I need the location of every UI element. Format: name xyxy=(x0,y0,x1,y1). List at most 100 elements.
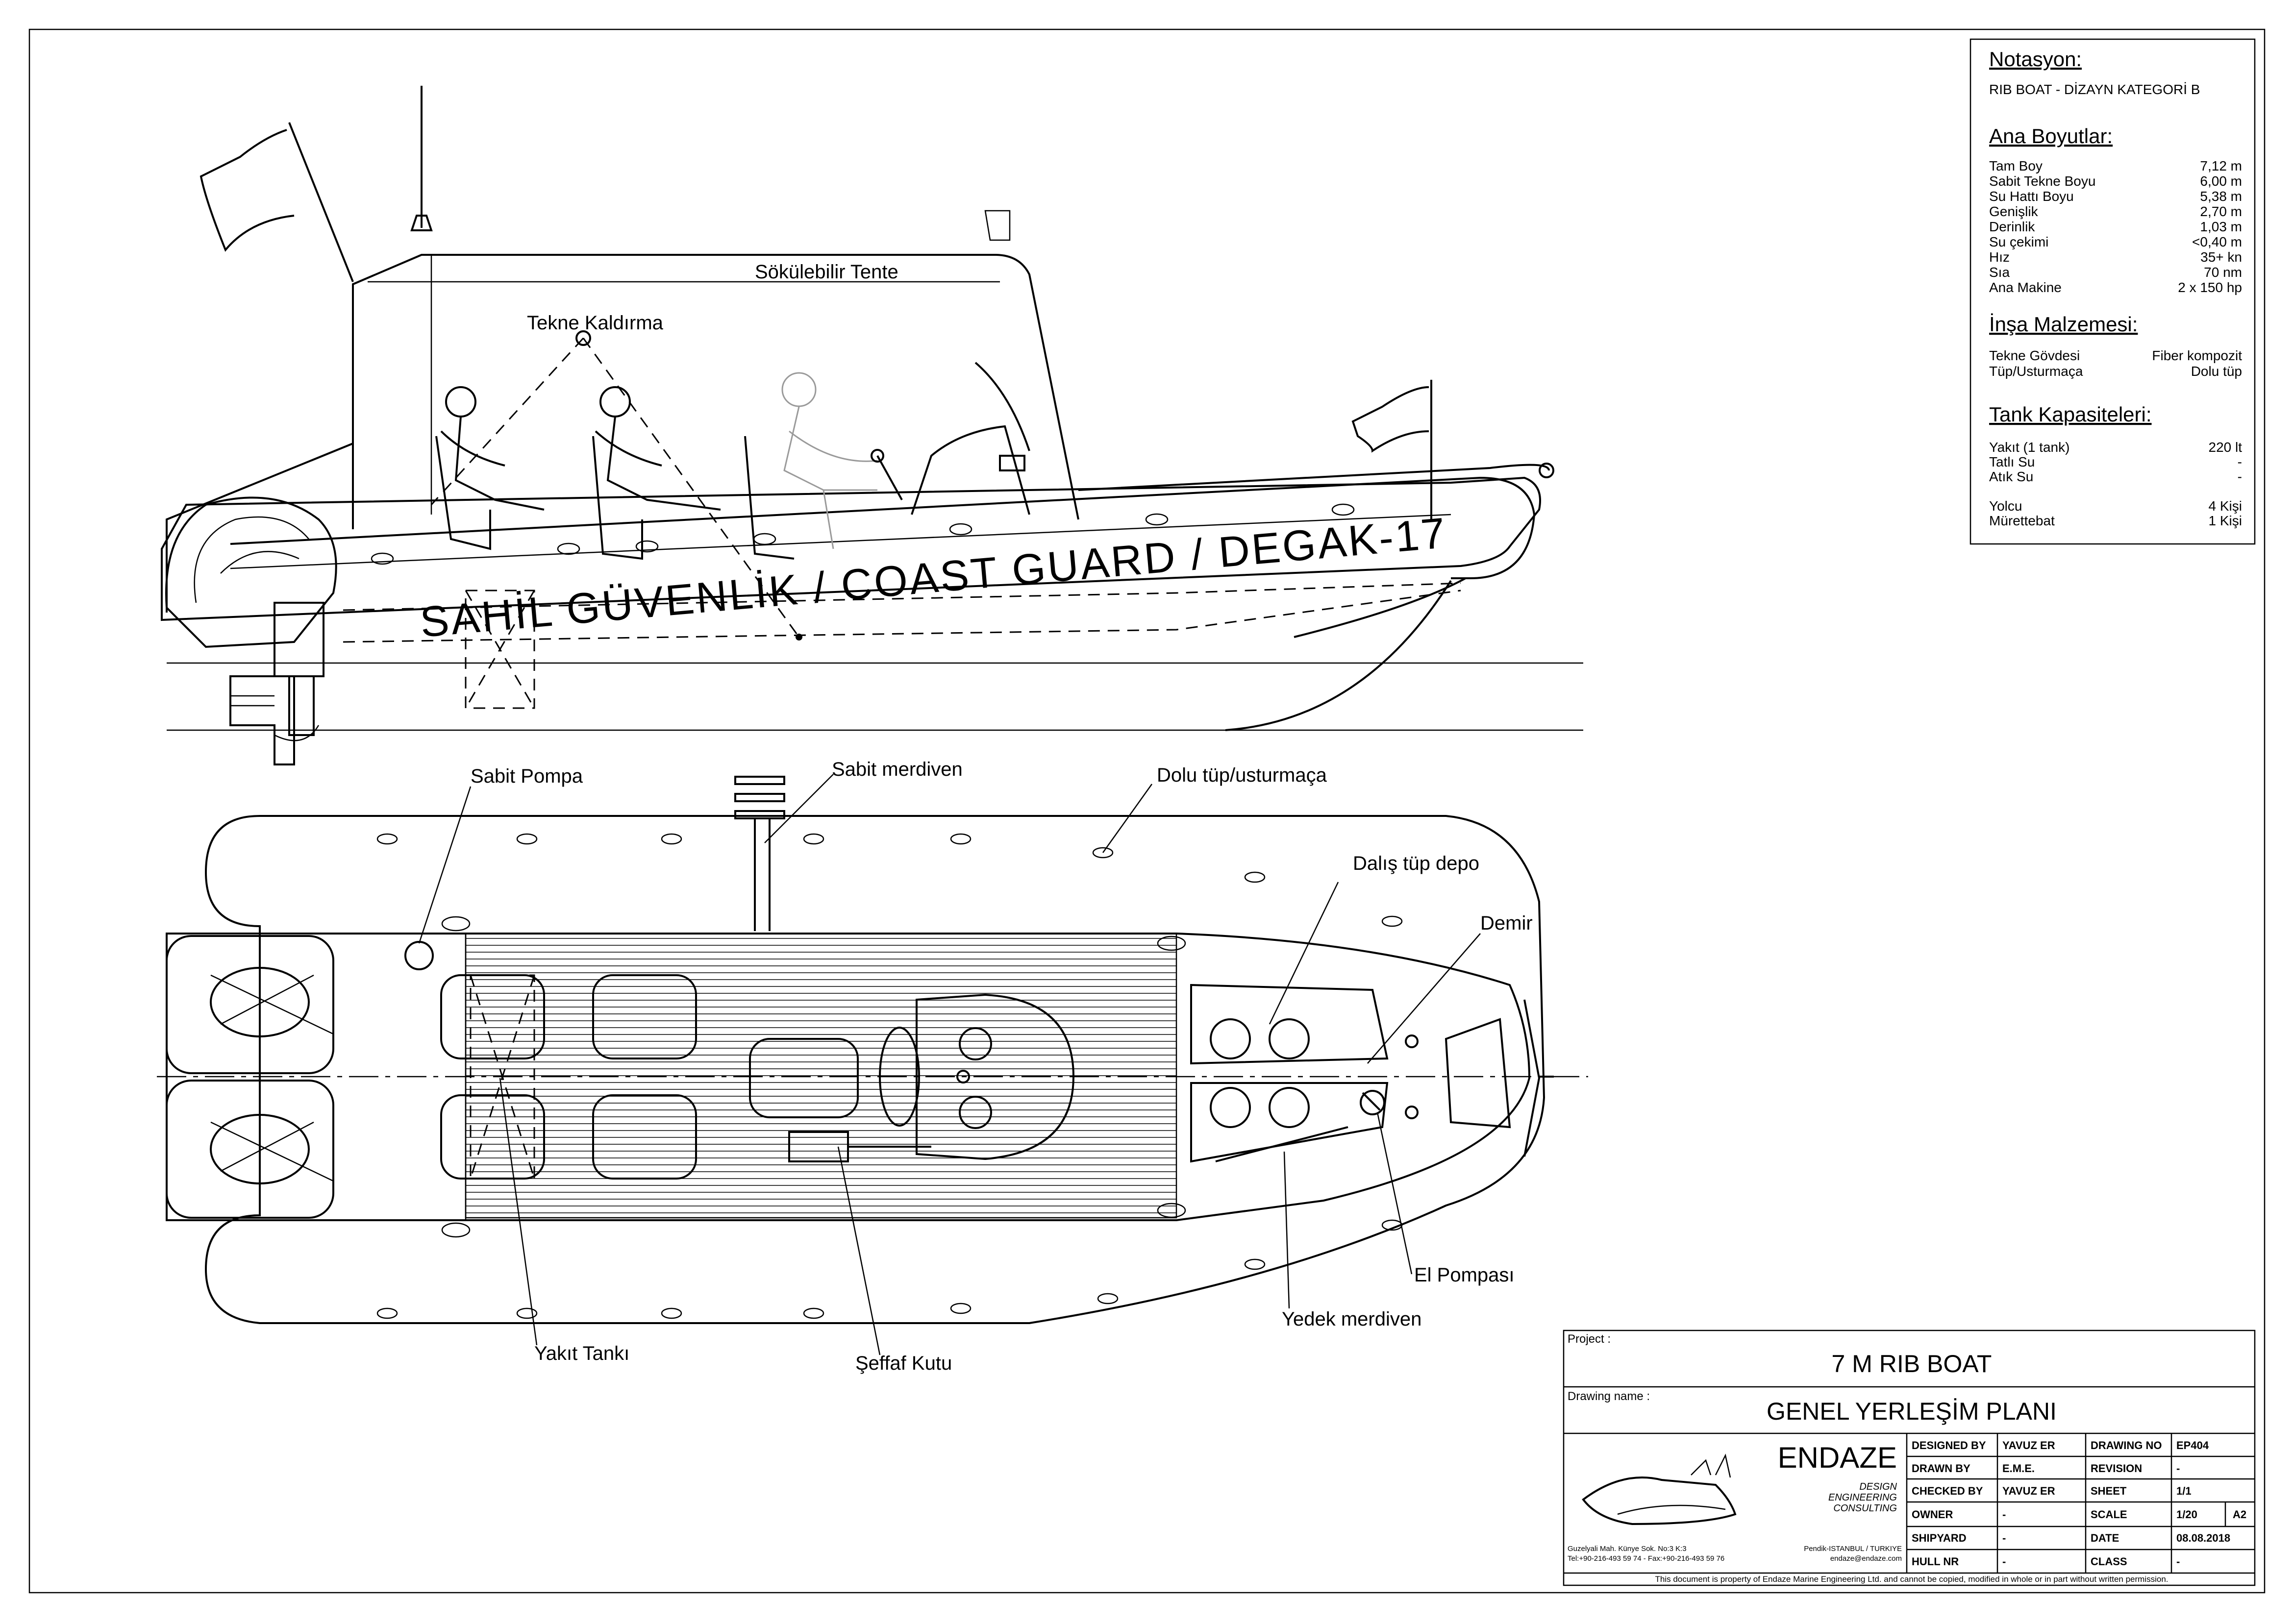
hidden-hull-line xyxy=(343,590,1461,643)
tube-outline-plan xyxy=(204,815,1545,1324)
dim-label: Hız xyxy=(1989,249,2010,265)
tank-value: - xyxy=(2238,454,2242,469)
label-tube: Dolu tüp/usturmaça xyxy=(1157,764,1327,786)
company-sub: CONSULTING xyxy=(1833,1503,1897,1514)
company-name: ENDAZE xyxy=(1778,1441,1897,1474)
dim-value: 2 x 150 hp xyxy=(2178,280,2242,295)
fuel-tank-plan xyxy=(470,974,535,1180)
tb-key: DATE xyxy=(2091,1532,2119,1544)
tank-label: Atık Su xyxy=(1989,469,2033,484)
tank-value: - xyxy=(2238,469,2242,484)
bow-rail xyxy=(1078,464,1550,491)
tube-upper xyxy=(230,476,1536,579)
notation-text: RIB BOAT - DİZAYN KATEGORİ B xyxy=(1989,82,2200,97)
flag-bow xyxy=(1351,380,1432,519)
tb-key: OWNER xyxy=(1912,1508,1953,1521)
tb-val: 08.08.2018 xyxy=(2176,1532,2230,1544)
tube-handles xyxy=(371,503,1355,565)
label-spare-ladder: Yedek merdiven xyxy=(1282,1308,1421,1330)
label-dive-tank: Dalış tüp depo xyxy=(1353,853,1479,874)
hidden-hull-line-upper xyxy=(343,582,1461,611)
mat-value: Dolu tüp xyxy=(2191,364,2242,379)
fixed-ladder xyxy=(734,776,785,931)
tank-diag xyxy=(465,590,535,709)
tb-val: - xyxy=(2002,1532,2006,1544)
hull-lettering: SAHİL GÜVENLİK / COAST GUARD / DEGAK-17 xyxy=(418,508,1449,646)
t-top: Sökülebilir Tente xyxy=(166,86,1079,613)
dim-label: Tam Boy xyxy=(1989,158,2043,173)
flag-aft xyxy=(199,129,295,252)
tb-val: 1/20 xyxy=(2176,1508,2197,1521)
dim-label: Sabit Tekne Boyu xyxy=(1989,173,2095,189)
console xyxy=(871,210,1030,515)
address: Guzelyali Mah. Künye Sok. No:3 K:3 xyxy=(1568,1545,1687,1553)
tank-label: Tatlı Su xyxy=(1989,454,2035,469)
dim-label: Ana Makine xyxy=(1989,280,2062,295)
address: endaze@endaze.com xyxy=(1830,1554,1902,1563)
drawing-caption: Drawing name : xyxy=(1568,1390,1650,1403)
dimensions-list: Tam Boy 7,12 m Sabit Tekne Boyu 6,00 m S… xyxy=(1989,158,2242,295)
label-hand-pump: El Pompası xyxy=(1414,1264,1515,1286)
planks xyxy=(466,938,1176,1213)
mat-label: Tekne Gövdesi xyxy=(1989,348,2080,363)
engine-well xyxy=(166,933,467,1221)
company-logo xyxy=(1582,1453,1737,1526)
disclaimer: This document is property of Endaze Mari… xyxy=(1655,1575,2168,1584)
hidden-tank xyxy=(465,590,535,709)
label-fixed-pump: Sabit Pompa xyxy=(471,765,583,787)
mat-value: Fiber kompozit xyxy=(2152,348,2242,363)
crew-label: Yolcu xyxy=(1989,498,2022,514)
tb-key: DRAWN BY xyxy=(1912,1462,1970,1475)
engines-plan xyxy=(166,935,334,1219)
project-caption: Project : xyxy=(1568,1332,1611,1346)
label-lifting: Tekne Kaldırma xyxy=(527,312,664,334)
fixed-pump xyxy=(404,941,434,970)
tb-key: CHECKED BY xyxy=(1912,1485,1983,1497)
tb-val: - xyxy=(2002,1508,2006,1521)
dim-value: 2,70 m xyxy=(2200,204,2242,219)
label-anchor: Demir xyxy=(1480,912,1533,934)
outboard-engines xyxy=(165,496,337,765)
tb-val: E.M.E. xyxy=(2002,1462,2035,1475)
project-name: 7 M RIB BOAT xyxy=(1832,1350,1992,1378)
tanks-title: Tank Kapasiteleri: xyxy=(1989,403,2152,426)
hull-bottom xyxy=(1294,577,1466,638)
drawing-name: GENEL YERLEŞİM PLANI xyxy=(1767,1398,2057,1425)
tb-key: DESIGNED BY xyxy=(1912,1439,1986,1452)
title-rows: DESIGNED BY YAVUZ ER DRAWING NO EP404 DR… xyxy=(1912,1439,2246,1568)
label-fuel-tank: Yakıt Tankı xyxy=(534,1343,629,1364)
sheet-border xyxy=(28,28,2266,1594)
dim-value: 7,12 m xyxy=(2200,158,2242,173)
notation-title: Notasyon: xyxy=(1989,48,2082,71)
tb-val: 1/1 xyxy=(2176,1485,2192,1497)
keel-line xyxy=(1225,580,1452,731)
leader-lines xyxy=(418,774,1481,1355)
notes-frame xyxy=(1969,38,2256,545)
dim-value: 1,03 m xyxy=(2200,219,2242,234)
tb-val: YAVUZ ER xyxy=(2002,1485,2055,1497)
tb-val: - xyxy=(2002,1555,2006,1568)
label-fixed-ladder: Sabit merdiven xyxy=(832,759,963,780)
dim-label: Genişlik xyxy=(1989,204,2039,219)
dim-label: Sıa xyxy=(1989,265,2010,280)
tb-key: SCALE xyxy=(2091,1508,2127,1521)
tb-key: REVISION xyxy=(2091,1462,2142,1475)
tb-val: A2 xyxy=(2233,1508,2246,1521)
mat-label: Tüp/Usturmaça xyxy=(1989,364,2083,379)
dim-label: Su çekimi xyxy=(1989,234,2048,249)
crew-value: 4 Kişi xyxy=(2209,498,2242,514)
notes-panel: Notasyon: RIB BOAT - DİZAYN KATEGORİ B A… xyxy=(1969,38,2256,545)
tb-val: - xyxy=(2176,1555,2180,1568)
title-block-frame xyxy=(1563,1329,2256,1586)
dim-value: 35+ kn xyxy=(2200,249,2242,265)
dim-value: <0,40 m xyxy=(2192,234,2242,249)
label-clear-box: Şeffaf Kutu xyxy=(855,1353,952,1374)
deck-outline xyxy=(166,933,1531,1221)
tb-val: - xyxy=(2176,1462,2180,1475)
address: Tel:+90-216-493 59 74 - Fax:+90-216-493 … xyxy=(1568,1554,1724,1563)
console-plan xyxy=(788,993,1075,1162)
tank-label: Yakıt (1 tank) xyxy=(1989,440,2069,455)
dim-label: Derinlik xyxy=(1989,219,2035,234)
bow-outline xyxy=(1523,999,1541,1157)
